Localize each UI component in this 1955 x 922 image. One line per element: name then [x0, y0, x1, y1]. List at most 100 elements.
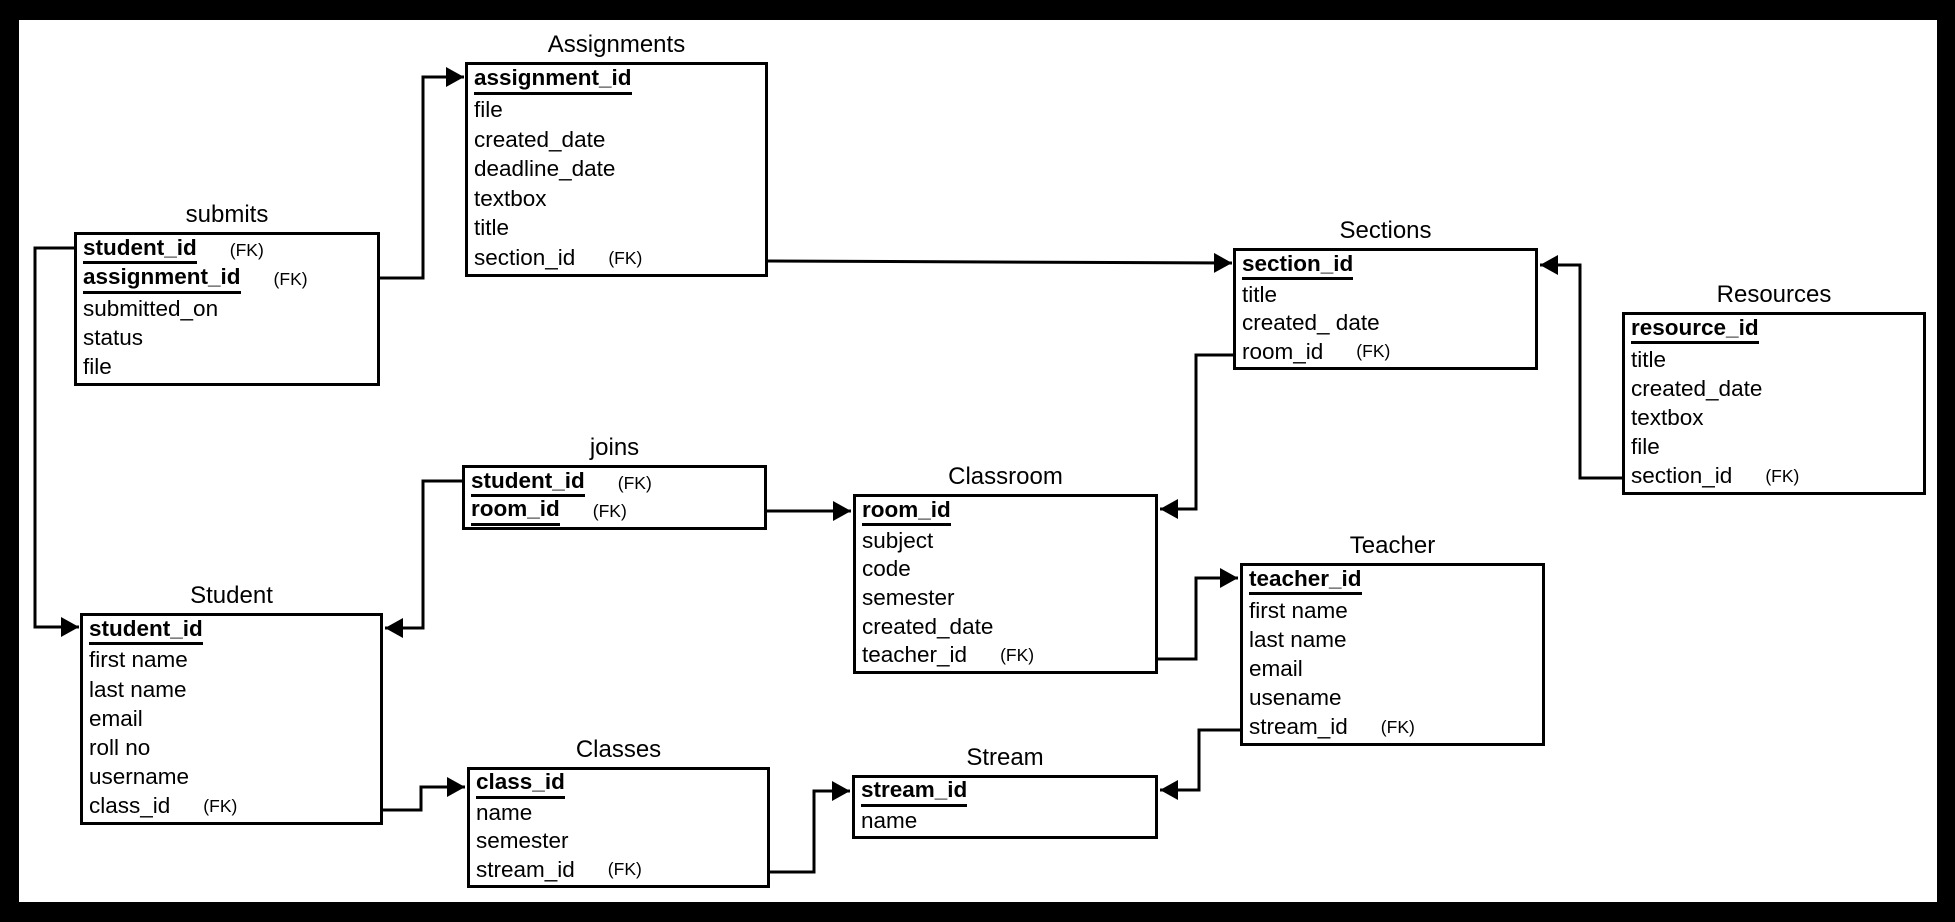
entity-box[interactable]: student_id (FK) assignment_id (FK) submi… [74, 232, 380, 386]
entity-student[interactable]: Student student_id first name last name … [80, 582, 383, 825]
field-name: email [89, 705, 143, 731]
field-textbox: textbox [468, 184, 765, 214]
field-name: email [1249, 655, 1303, 681]
field-first-name: first name [83, 646, 380, 675]
entity-title: Classroom [948, 462, 1063, 490]
entity-title: submits [185, 200, 269, 228]
field-name: stream_id [861, 779, 968, 807]
entity-assignments[interactable]: Assignments assignment_id file created_d… [465, 31, 768, 277]
relationship-submits-student_id-to-student [33, 246, 79, 637]
entity-teacher[interactable]: Teacher teacher_id first name last name … [1240, 532, 1545, 746]
relationship-joins-student_id-to-student [385, 479, 462, 638]
field-name: username [89, 764, 190, 790]
field-semester: semester [856, 584, 1155, 613]
field-name: assignment_id [474, 66, 632, 95]
field-name: last name [89, 676, 187, 702]
field-resource_id: resource_id [1625, 316, 1923, 345]
field-deadline_date: deadline_date [468, 155, 765, 185]
field-name: roll no [89, 734, 151, 760]
fk-badge: (FK) [608, 247, 643, 268]
field-room_id: room_id (FK) [465, 497, 764, 527]
field-stream_id: stream_id (FK) [470, 856, 767, 884]
field-name: title [1631, 346, 1667, 372]
field-usename: usename [1243, 684, 1542, 713]
entity-box[interactable]: resource_id title created_date textbox f… [1622, 312, 1926, 495]
entity-title: Resources [1716, 280, 1832, 308]
relationship-classroom-teacher_id-to-teacher [1158, 568, 1238, 661]
relationship-assignments-section_id-to-sections [767, 252, 1233, 273]
field-name: title [474, 215, 510, 241]
field-name: room_id [471, 497, 560, 526]
entity-title: Classes [575, 735, 662, 763]
entity-box[interactable]: class_id name semester stream_id (FK) [467, 767, 770, 888]
relationship-student-class_id-to-classes [383, 777, 465, 812]
field-name: file [1631, 434, 1660, 460]
field-section_id: section_id [1236, 252, 1535, 281]
field-name: section_id [474, 245, 576, 270]
field-title: title [1236, 281, 1535, 310]
field-last-name: last name [1243, 625, 1542, 654]
field-created_date: created_date [1625, 374, 1923, 403]
entity-box[interactable]: student_id first name last name email ro… [80, 613, 383, 825]
field-room_id: room_id [856, 498, 1155, 527]
field-file: file [1625, 433, 1923, 462]
field-name: created_date [862, 613, 994, 639]
entity-title: Assignments [547, 30, 686, 58]
relationship-submits-assignment_id-to-assignments [380, 67, 464, 280]
entity-classroom[interactable]: Classroom room_id subject code semester … [853, 463, 1158, 674]
entity-stream[interactable]: Stream stream_id name [852, 744, 1158, 839]
entity-title: Stream [966, 743, 1044, 771]
field-name: semester [862, 585, 955, 611]
entity-joins[interactable]: joins student_id (FK) room_id (FK) [462, 434, 767, 530]
field-semester: semester [470, 828, 767, 856]
field-assignment_id: assignment_id [468, 66, 765, 96]
field-name: section_id [1242, 252, 1354, 280]
field-name: section_id [1631, 463, 1733, 489]
entity-sections[interactable]: Sections section_id title created_ date … [1233, 217, 1538, 370]
field-email: email [1243, 655, 1542, 684]
field-teacher_id: teacher_id [1243, 567, 1542, 596]
field-file: file [77, 353, 377, 382]
field-title: title [468, 214, 765, 244]
field-username: username [83, 763, 380, 792]
field-created_date: created_date [856, 613, 1155, 642]
field-name: teacher_id [862, 642, 968, 668]
field-name: student_id [89, 617, 203, 646]
entity-box[interactable]: room_id subject code semester created_da… [853, 494, 1158, 674]
field-name: student_id [83, 236, 197, 265]
fk-badge: (FK) [273, 269, 308, 290]
entity-submits[interactable]: submits student_id (FK) assignment_id (F… [74, 201, 380, 386]
relationship-resources-section_id-to-sections [1540, 255, 1622, 480]
field-student_id: student_id (FK) [77, 236, 377, 265]
relationship-sections-room_id-to-classroom [1160, 353, 1233, 519]
field-name: file [474, 97, 503, 123]
field-name: created_date [474, 126, 606, 152]
entity-box[interactable]: section_id title created_ date room_id (… [1233, 248, 1538, 370]
field-stream_id: stream_id (FK) [1243, 713, 1542, 742]
field-name: name [470, 799, 767, 827]
field-teacher_id: teacher_id (FK) [856, 641, 1155, 670]
entity-resources[interactable]: Resources resource_id title created_date… [1622, 281, 1926, 495]
field-name: first name [1249, 597, 1348, 623]
field-email: email [83, 704, 380, 733]
fk-badge: (FK) [229, 239, 264, 260]
entity-box[interactable]: stream_id name [852, 775, 1158, 839]
field-submitted_on: submitted_on [77, 294, 377, 323]
field-title: title [1625, 345, 1923, 374]
field-name: name [855, 807, 1155, 835]
field-room_id: room_id (FK) [1236, 338, 1535, 367]
field-name: status [83, 324, 144, 350]
entity-box[interactable]: teacher_id first name last name email us… [1240, 563, 1545, 746]
entity-classes[interactable]: Classes class_id name semester stream_id… [467, 736, 770, 888]
entity-box[interactable]: assignment_id file created_date deadline… [465, 62, 768, 277]
entity-box[interactable]: student_id (FK) room_id (FK) [462, 465, 767, 530]
field-name: class_id [89, 793, 171, 819]
field-student_id: student_id (FK) [465, 469, 764, 498]
field-name: code [862, 556, 911, 582]
field-name: created_date [1631, 375, 1763, 401]
field-name: title [1242, 281, 1278, 307]
field-name: subject [862, 527, 934, 553]
field-status: status [77, 324, 377, 353]
field-name: name [476, 800, 533, 826]
field-name: usename [1249, 685, 1342, 711]
